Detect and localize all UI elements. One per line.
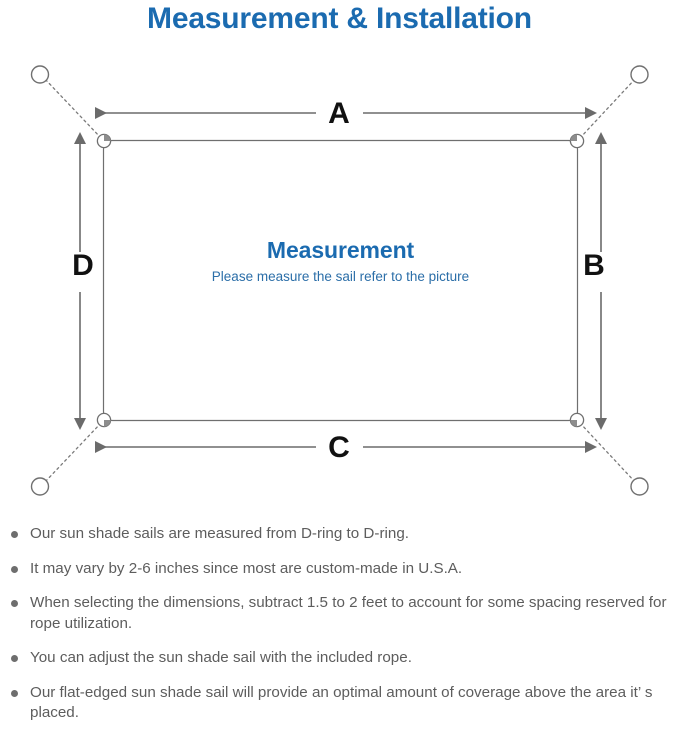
anchor-point-top-left [30,65,50,84]
dimension-label-a: A [328,97,350,130]
note-text: Our flat-edged sun shade sail will provi… [30,683,653,722]
dimension-label-d: D [72,249,94,282]
bullet-icon [11,655,18,663]
diagram-canvas [30,65,649,496]
measurement-caption: Measurement Please measure the sail refe… [103,237,578,285]
anchor-point-top-right [630,65,649,84]
list-item: When selecting the dimensions, subtract … [0,593,679,634]
measurement-caption-title: Measurement [266,237,415,263]
bullet-icon [11,689,18,697]
rope-line-bottom-left [43,422,102,484]
rope-line-top-left [43,77,102,139]
d-ring-top-left [96,133,112,149]
note-text: Our sun shade sails are measured from D-… [30,525,409,542]
rope-line-bottom-right [579,422,637,484]
anchor-point-bottom-right [630,477,649,496]
measurement-caption-subtitle: Please measure the sail refer to the pic… [211,269,470,285]
dimension-label-c: C [328,431,350,464]
list-item: Our flat-edged sun shade sail will provi… [0,683,679,724]
list-item: It may vary by 2-6 inches since most are… [0,559,679,580]
list-item: Our sun shade sails are measured from D-… [0,524,679,545]
d-ring-bottom-right [569,412,585,428]
note-text: You can adjust the sun shade sail with t… [30,649,412,667]
notes-list: Our sun shade sails are measured from D-… [0,524,679,738]
d-ring-bottom-left [96,412,112,428]
note-text: It may vary by 2-6 inches since most are… [30,559,463,577]
rope-line-top-right [579,77,637,139]
d-ring-top-right [569,133,585,149]
sail-outline [102,139,579,422]
bullet-icon [11,565,18,573]
bullet-icon [11,531,18,538]
bullet-icon [11,600,18,608]
dimension-label-b: B [583,249,605,282]
anchor-point-bottom-left [30,477,50,496]
measurement-diagram: A B C D Measurement Please measure the s… [0,44,679,514]
note-text: When selecting the dimensions, subtract … [30,594,667,632]
list-item: You can adjust the sun shade sail with t… [0,648,679,669]
page-title: Measurement & Installation [147,2,532,35]
